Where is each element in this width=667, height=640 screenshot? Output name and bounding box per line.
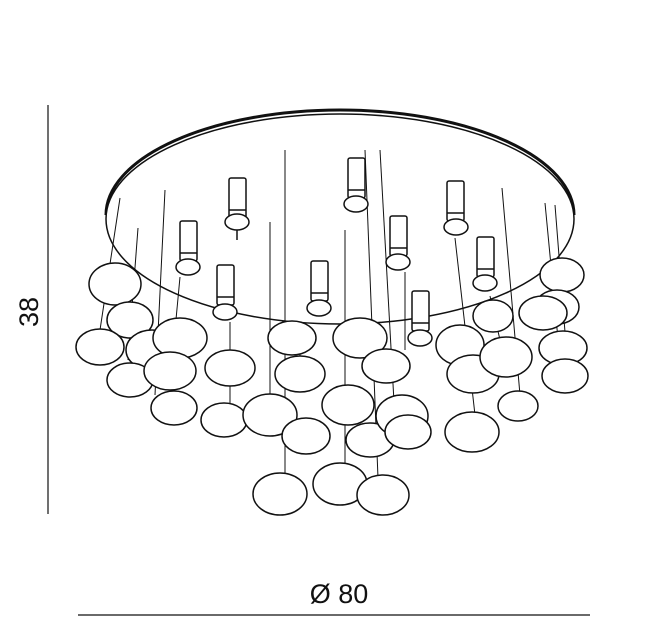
canopy-rim bbox=[104, 108, 576, 216]
globe bbox=[497, 390, 539, 422]
globe bbox=[75, 328, 125, 366]
spotlight-fittings bbox=[175, 157, 498, 347]
diameter-label: Ø 80 bbox=[310, 579, 369, 609]
globe bbox=[539, 257, 585, 293]
globe bbox=[281, 417, 331, 455]
spotlight bbox=[212, 264, 238, 321]
globe bbox=[541, 358, 589, 394]
glass-globes bbox=[75, 257, 589, 516]
globe bbox=[361, 348, 411, 384]
spotlight bbox=[385, 215, 411, 271]
globe bbox=[106, 301, 154, 339]
globe bbox=[444, 411, 500, 453]
globe bbox=[252, 472, 308, 516]
globe bbox=[143, 351, 197, 391]
globe bbox=[200, 402, 248, 438]
height-dimension: 38 bbox=[14, 105, 49, 514]
globe bbox=[274, 355, 326, 393]
globe bbox=[472, 299, 514, 333]
globe bbox=[267, 320, 317, 356]
globe bbox=[356, 474, 410, 516]
globe bbox=[150, 390, 198, 426]
spotlight bbox=[472, 236, 498, 292]
globe bbox=[518, 295, 568, 331]
globe bbox=[152, 317, 208, 359]
canopy-disc bbox=[105, 113, 575, 325]
ceiling-canopy bbox=[104, 108, 576, 325]
globe bbox=[332, 317, 388, 359]
globe bbox=[204, 349, 256, 387]
globe bbox=[384, 414, 432, 450]
spotlight bbox=[343, 157, 369, 213]
globe bbox=[242, 393, 298, 437]
height-label: 38 bbox=[14, 297, 44, 327]
spotlight bbox=[175, 220, 201, 276]
spotlight bbox=[224, 177, 250, 240]
globe bbox=[88, 262, 142, 306]
spotlight bbox=[407, 290, 433, 347]
diameter-dimension: Ø 80 bbox=[78, 579, 590, 616]
spotlight bbox=[306, 260, 332, 317]
spotlight bbox=[443, 180, 469, 236]
globe bbox=[321, 384, 375, 426]
globe bbox=[479, 336, 533, 378]
